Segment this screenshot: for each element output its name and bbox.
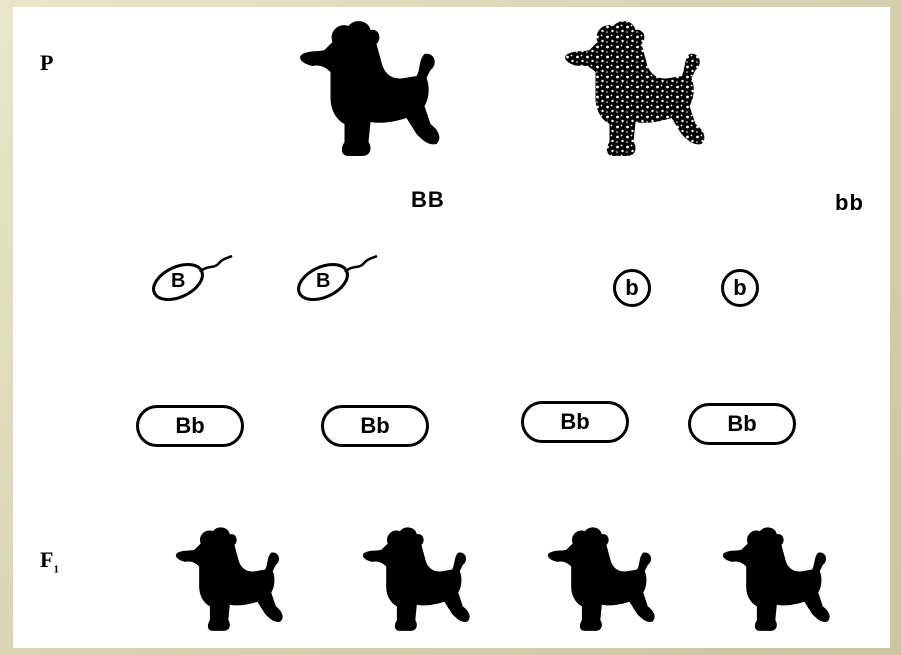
f1-generation-label: F1 xyxy=(40,547,59,575)
offspring-genotype-1: Bb xyxy=(136,405,244,447)
black-poodle-icon xyxy=(278,14,453,164)
f1-poodle-2-icon xyxy=(348,522,478,637)
speckled-poodle-icon xyxy=(543,14,718,164)
offspring-genotype-4: Bb xyxy=(688,403,796,445)
f1-poodle-3-icon xyxy=(533,522,663,637)
f1-poodle-1-icon xyxy=(161,522,291,637)
offspring-genotype-2: Bb xyxy=(321,405,429,447)
f1-poodle-4-icon xyxy=(708,522,838,637)
f1-label-subscript: 1 xyxy=(53,563,59,575)
f1-label-text: F xyxy=(40,547,53,572)
egg-gamete-2: b xyxy=(721,269,759,307)
parental-generation-label: P xyxy=(40,50,53,76)
sperm-allele-2: B xyxy=(316,270,330,293)
parental-label-text: P xyxy=(40,50,53,75)
sperm-allele-1: B xyxy=(171,270,185,293)
offspring-genotype-3: Bb xyxy=(521,401,629,443)
sperm-gamete-2-icon xyxy=(293,252,383,302)
sperm-gamete-1-icon xyxy=(148,252,238,302)
black-parent-genotype: BB xyxy=(411,187,445,213)
egg-gamete-1: b xyxy=(613,269,651,307)
slide-canvas: P F1 BB bb B B b b Bb Bb xyxy=(13,7,890,648)
white-parent-genotype: bb xyxy=(835,190,864,216)
